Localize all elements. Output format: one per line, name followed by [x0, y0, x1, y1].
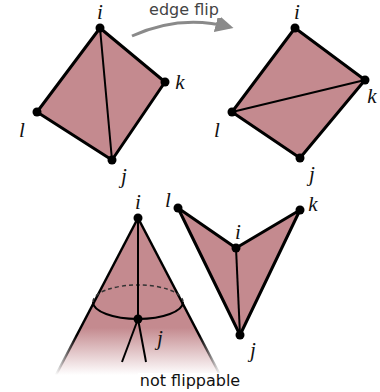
vertex-label: i	[235, 222, 241, 243]
mesh-before-flip	[33, 24, 170, 165]
vertex-label: l	[19, 120, 25, 141]
vertex-label: j	[309, 164, 315, 185]
vertex-label: j	[157, 328, 163, 349]
caption-note: not flippable	[138, 373, 242, 389]
vertex-label: j	[250, 340, 256, 361]
vertex-label: k	[175, 72, 184, 93]
vertex-label: k	[367, 86, 376, 107]
vertex-label: j	[121, 166, 127, 187]
vertex-label: k	[308, 194, 317, 215]
flip-label: edge flip	[147, 2, 221, 18]
concave-vertex	[174, 204, 305, 340]
vertex-label: l	[165, 190, 171, 211]
vertex-label: i	[135, 192, 141, 213]
vertex-label: i	[97, 2, 103, 23]
mesh-after-flip	[228, 24, 370, 163]
vertex-label: l	[214, 120, 220, 141]
flip-arrow	[132, 22, 230, 36]
vertex-label: i	[294, 2, 300, 23]
